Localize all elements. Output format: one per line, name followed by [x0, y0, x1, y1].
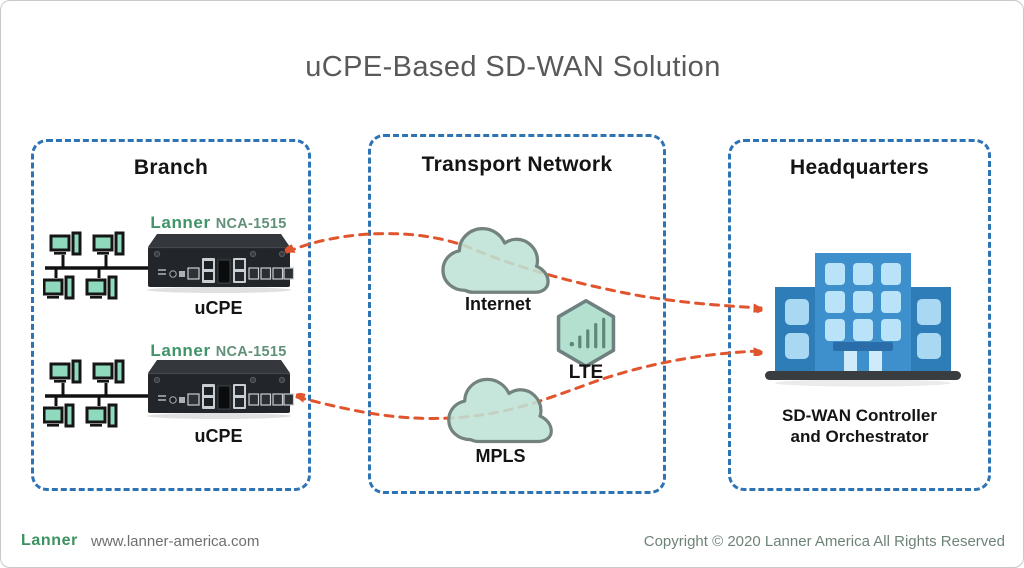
lan-workstations-icon — [43, 231, 149, 301]
transport-network-panel — [368, 134, 666, 494]
ucpe-appliance-icon — [147, 234, 295, 293]
headquarters-panel — [728, 139, 991, 491]
hq-caption: SD-WAN Controller and Orchestrator — [728, 405, 991, 447]
lan-workstations-icon — [43, 359, 149, 429]
footer-website-url: www.lanner-america.com — [91, 533, 260, 550]
branch-panel — [31, 139, 311, 491]
device-model-text: NCA-1515 — [215, 344, 287, 360]
ucpe-label: uCPE — [194, 426, 243, 446]
hq-caption-line2: and Orchestrator — [790, 427, 929, 446]
lanner-logo-text: Lanner — [150, 213, 211, 232]
hq-caption-line1: SD-WAN Controller — [782, 406, 937, 425]
lte-cellular-hexagon-icon — [556, 298, 616, 369]
internet-cloud-icon — [441, 227, 550, 294]
internet-label: Internet — [464, 294, 531, 314]
branch-heading: Branch — [133, 156, 209, 179]
ucpe-appliance-icon — [147, 360, 295, 419]
device-model-text: NCA-1515 — [215, 216, 287, 232]
headquarters-building-icon — [765, 253, 961, 387]
mpls-cloud-icon — [447, 377, 553, 444]
lanner-logo-text: Lanner — [150, 341, 211, 360]
ucpe-label: uCPE — [194, 298, 243, 318]
lanner-footer-logo: Lanner — [21, 532, 78, 549]
transport-network-heading: Transport Network — [421, 153, 613, 176]
mpls-label: MPLS — [475, 446, 526, 466]
lte-label: LTE — [568, 362, 604, 383]
footer-copyright: Copyright © 2020 Lanner America All Righ… — [643, 533, 1005, 550]
page-title: uCPE-Based SD-WAN Solution — [305, 51, 721, 83]
headquarters-heading: Headquarters — [790, 156, 929, 179]
